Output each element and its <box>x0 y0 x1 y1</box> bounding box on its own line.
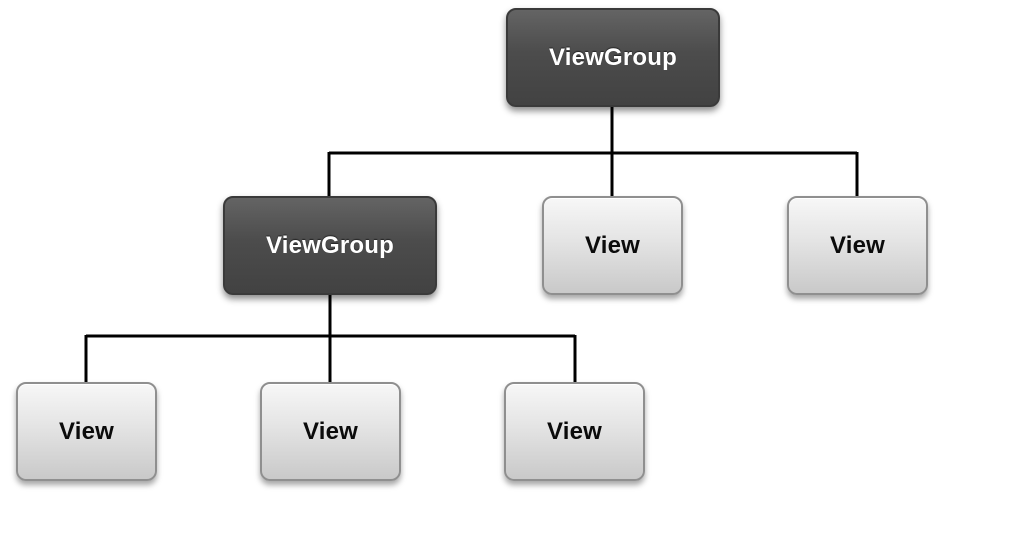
node-leaf-view-left-label: View <box>58 417 115 445</box>
node-child-view-center: View <box>542 196 683 295</box>
connector-lower-tree <box>84 295 577 384</box>
node-child-view-right: View <box>787 196 928 295</box>
node-leaf-view-left: View <box>16 382 157 481</box>
node-child-viewgroup: ViewGroup <box>223 196 437 295</box>
node-root-viewgroup-label: ViewGroup <box>548 43 678 71</box>
node-child-view-right-label: View <box>829 231 886 259</box>
node-leaf-view-right-label: View <box>546 417 603 445</box>
node-leaf-view-right: View <box>504 382 645 481</box>
node-root-viewgroup: ViewGroup <box>506 8 720 107</box>
node-leaf-view-center: View <box>260 382 401 481</box>
node-leaf-view-center-label: View <box>302 417 359 445</box>
node-child-view-center-label: View <box>584 231 641 259</box>
node-child-viewgroup-label: ViewGroup <box>265 231 395 259</box>
connector-upper-tree <box>327 107 859 198</box>
